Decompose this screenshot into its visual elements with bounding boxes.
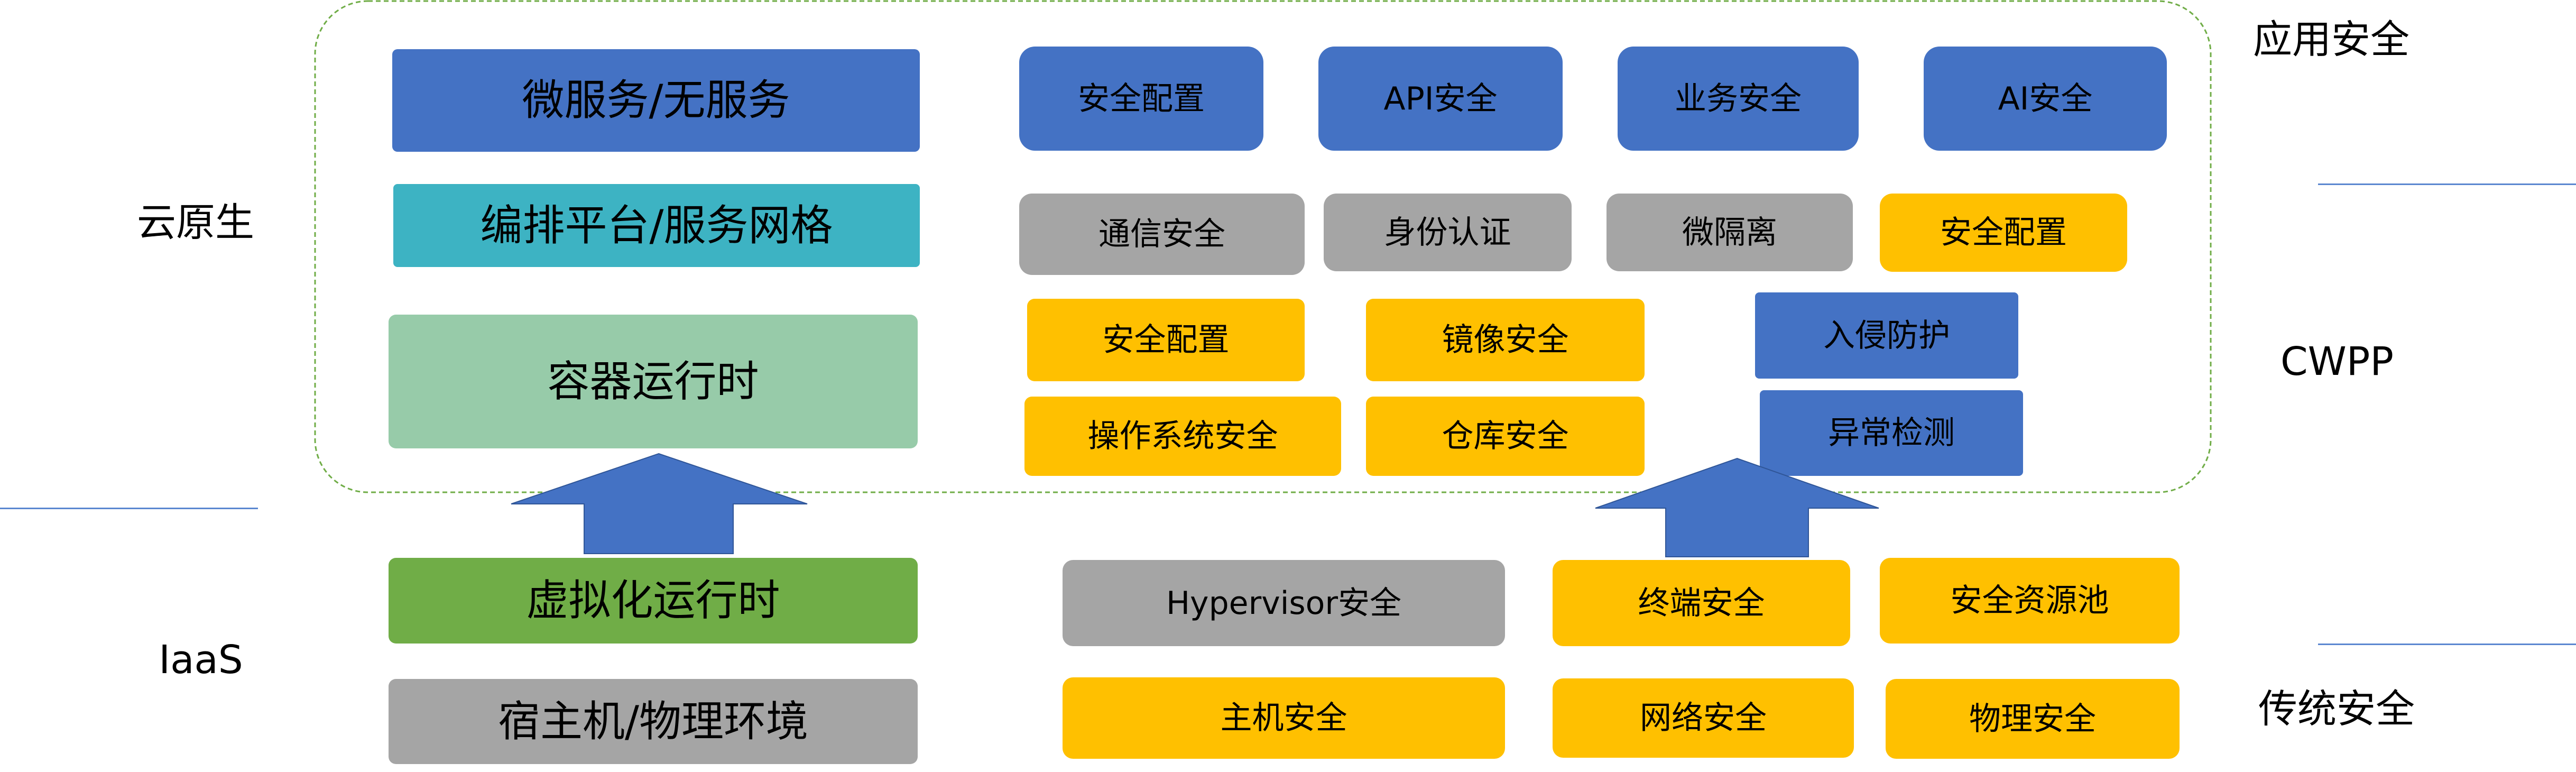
traditional-security-resource-pool: 安全资源池: [1880, 558, 2180, 644]
box-label: AI安全: [1998, 80, 2093, 117]
label-cloud-native: 云原生: [137, 200, 254, 245]
box-label: 入侵防护: [1823, 317, 1950, 354]
label-cwpp: CWPP: [2280, 339, 2394, 384]
box-label: 网络安全: [1640, 700, 1767, 737]
traditional-network-security: 网络安全: [1553, 678, 1854, 758]
app-security-api: API安全: [1318, 47, 1563, 151]
box-label: 宿主机/物理环境: [498, 696, 808, 746]
box-label: Hypervisor安全: [1166, 584, 1402, 622]
cwpp-micro-segmentation: 微隔离: [1606, 194, 1853, 271]
divider-app-security-cwpp: [2318, 183, 2576, 185]
cwpp-os-security: 操作系统安全: [1024, 397, 1341, 476]
cwpp-anomaly-detection: 异常检测: [1760, 390, 2023, 476]
box-label: 微隔离: [1682, 214, 1777, 251]
cwpp-intrusion-prevention: 入侵防护: [1755, 292, 2018, 379]
traditional-physical-security: 物理安全: [1886, 679, 2180, 759]
box-label: 安全配置: [1102, 321, 1230, 359]
box-label: 异常检测: [1828, 415, 1955, 452]
box-label: 终端安全: [1638, 584, 1765, 622]
cwpp-identity-authentication: 身份认证: [1324, 194, 1572, 271]
label-traditional-security: 传统安全: [2258, 686, 2415, 732]
stack-container-runtime: 容器运行时: [389, 315, 918, 448]
box-label: 业务安全: [1675, 80, 1802, 117]
divider-cwpp-traditional: [2318, 644, 2576, 645]
traditional-endpoint-security: 终端安全: [1553, 560, 1850, 646]
stack-orchestration-service-mesh: 编排平台/服务网格: [393, 184, 920, 267]
label-application-security: 应用安全: [2253, 17, 2409, 62]
stack-virtualization-runtime: 虚拟化运行时: [389, 558, 918, 644]
cwpp-registry-security: 仓库安全: [1366, 397, 1645, 476]
stack-microservices-serverless: 微服务/无服务: [392, 49, 920, 152]
box-label: 容器运行时: [547, 356, 759, 406]
cwpp-container-security-config: 安全配置: [1027, 299, 1305, 381]
box-label: 安全资源池: [1950, 582, 2109, 619]
box-label: 安全配置: [1940, 214, 2067, 251]
box-label: API安全: [1383, 80, 1498, 117]
box-label: 操作系统安全: [1087, 418, 1278, 455]
box-label: 虚拟化运行时: [526, 576, 780, 625]
cwpp-service-security-config: 安全配置: [1880, 194, 2127, 272]
divider-cloud-native-iaas: [0, 508, 258, 509]
box-label: 安全配置: [1078, 80, 1205, 117]
box-label: 镜像安全: [1442, 321, 1569, 359]
box-label: 身份认证: [1384, 214, 1511, 251]
box-label: 微服务/无服务: [522, 76, 790, 125]
box-label: 主机安全: [1220, 700, 1347, 737]
box-label: 编排平台/服务网格: [480, 200, 833, 250]
up-arrow-virtualization-to-container: [511, 453, 808, 554]
app-security-ai: AI安全: [1924, 47, 2167, 151]
app-security-business: 业务安全: [1618, 47, 1859, 151]
box-label: 仓库安全: [1442, 418, 1569, 455]
box-label: 通信安全: [1098, 216, 1225, 253]
cwpp-image-security: 镜像安全: [1366, 299, 1645, 381]
box-label: 物理安全: [1969, 700, 2096, 738]
cwpp-communication-security: 通信安全: [1019, 194, 1305, 275]
traditional-host-security: 主机安全: [1063, 677, 1505, 759]
stack-host-physical-environment: 宿主机/物理环境: [389, 679, 918, 764]
traditional-hypervisor-security: Hypervisor安全: [1063, 560, 1505, 646]
label-iaas: IaaS: [159, 637, 243, 683]
app-security-config: 安全配置: [1019, 47, 1263, 151]
